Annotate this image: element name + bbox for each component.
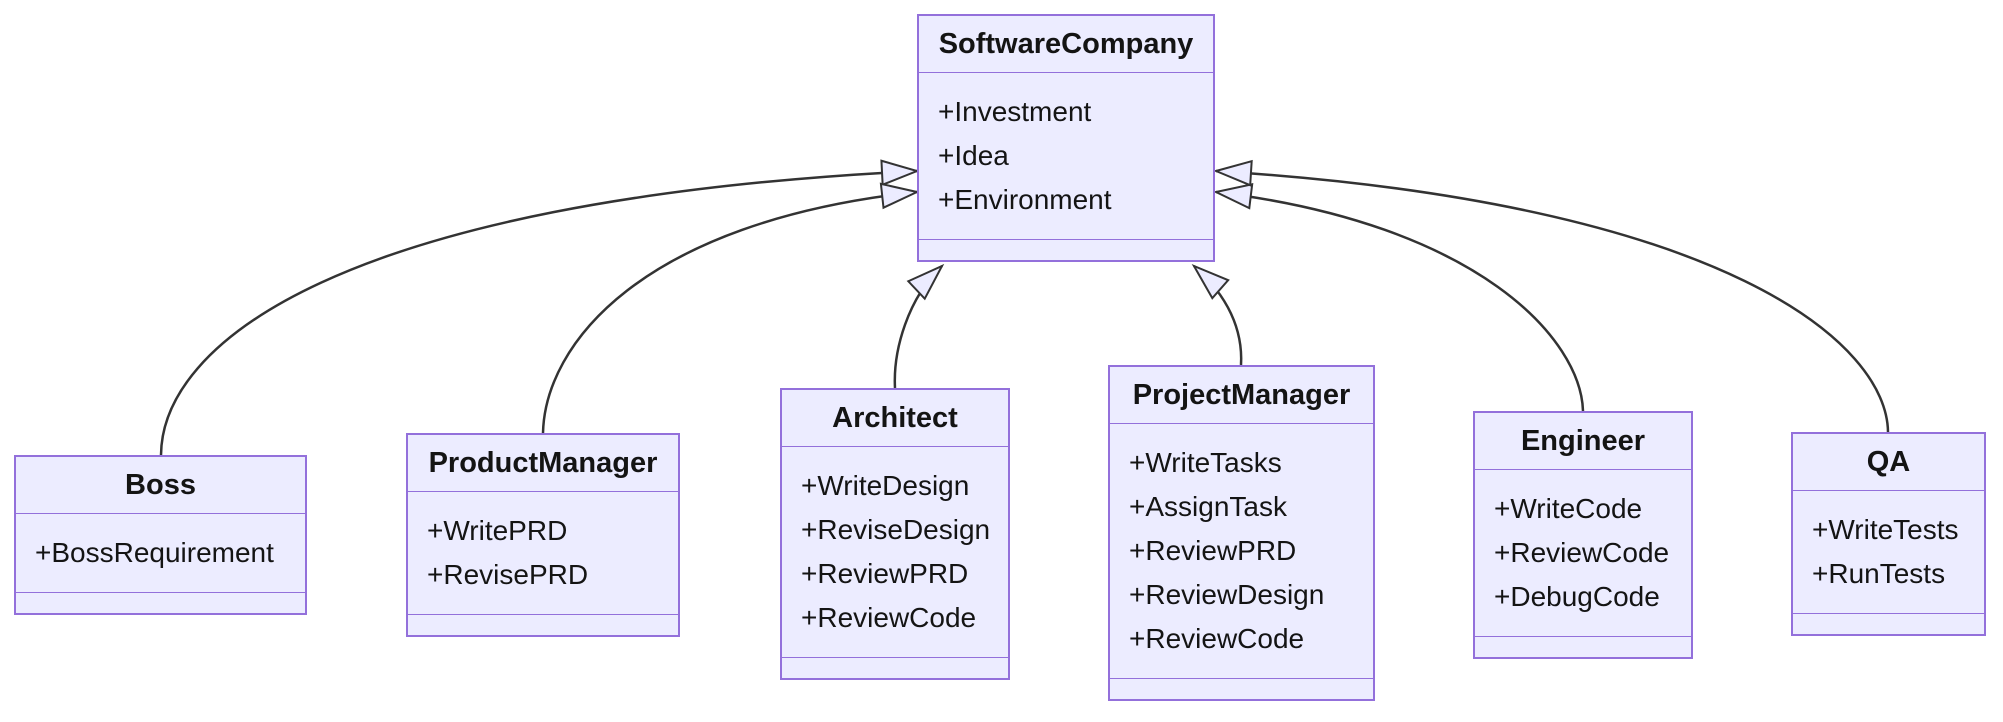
class-title: QA	[1866, 445, 1911, 478]
class-title: ProductManager	[428, 446, 658, 479]
edge-qa-to-softwarecompany	[1216, 171, 1890, 433]
class-node-architect: Architect +WriteDesign +ReviseDesign +Revi…	[780, 388, 1010, 680]
class-member: +WriteTasks	[1129, 447, 1282, 478]
class-member: +Environment	[938, 184, 1112, 215]
class-node-boss: Boss +BossRequirement	[14, 455, 307, 615]
class-member: +RevisePRD	[427, 559, 589, 590]
class-member: +ReviewCode	[1129, 623, 1305, 654]
class-member: +Idea	[938, 140, 1009, 171]
class-methods-section	[408, 614, 678, 635]
class-methods-section	[782, 657, 1008, 678]
edge-boss-to-softwarecompany	[159, 171, 917, 456]
class-member: +WriteDesign	[801, 470, 970, 501]
class-methods-section	[1793, 613, 1984, 634]
class-member: +BossRequirement	[35, 537, 274, 568]
class-members-section: +WriteTasks +AssignTask +ReviewPRD +ReviewD…	[1110, 423, 1373, 678]
class-methods-section	[16, 592, 305, 613]
class-member: +WritePRD	[427, 515, 568, 546]
class-member: +ReviewPRD	[801, 558, 969, 589]
class-methods-section	[1110, 678, 1373, 699]
class-members-section: +WriteTests +RunTests	[1793, 490, 1984, 613]
edge-engineer-to-softwarecompany	[1216, 192, 1585, 412]
class-node-projectmanager: ProjectManager +WriteTasks +AssignTask +Re…	[1108, 365, 1375, 701]
class-members-section: +BossRequirement	[16, 513, 305, 592]
class-member: +DebugCode	[1494, 581, 1660, 612]
class-methods-section	[919, 239, 1213, 260]
class-member: +ReviewDesign	[1129, 579, 1325, 610]
edge-projectmanager-to-softwarecompany	[1194, 266, 1243, 366]
class-member: +WriteCode	[1494, 493, 1643, 524]
class-node-productmanager: ProductManager +WritePRD +RevisePRD	[406, 433, 680, 637]
class-title: ProjectManager	[1132, 378, 1351, 411]
class-title: Engineer	[1520, 424, 1646, 457]
class-members-section: +Investment +Idea +Environment	[919, 72, 1213, 239]
class-members-section: +WritePRD +RevisePRD	[408, 491, 678, 614]
class-members-section: +WriteCode +ReviewCode +DebugCode	[1475, 469, 1691, 636]
class-members-section: +WriteDesign +ReviseDesign +ReviewPRD +Revi…	[782, 446, 1008, 657]
class-member: +AssignTask	[1129, 491, 1287, 522]
class-node-softwarecompany: SoftwareCompany +Investment +Idea +Environ…	[917, 14, 1215, 262]
class-member: +ReviseDesign	[801, 514, 991, 545]
class-member: +ReviewCode	[1494, 537, 1670, 568]
class-title: Boss	[125, 468, 196, 501]
class-member: +ReviewPRD	[1129, 535, 1297, 566]
class-title: SoftwareCompany	[938, 27, 1194, 60]
class-member: +Investment	[938, 96, 1092, 127]
class-node-qa: QA +WriteTests +RunTests	[1791, 432, 1986, 636]
edge-productmanager-to-softwarecompany	[541, 192, 917, 434]
edge-architect-to-softwarecompany	[893, 266, 942, 389]
class-title: Architect	[832, 401, 958, 434]
class-member: +ReviewCode	[801, 602, 977, 633]
class-member: +WriteTests	[1812, 514, 1959, 545]
class-member: +RunTests	[1812, 558, 1946, 589]
class-methods-section	[1475, 636, 1691, 657]
class-node-engineer: Engineer +WriteCode +ReviewCode +DebugCode	[1473, 411, 1693, 659]
